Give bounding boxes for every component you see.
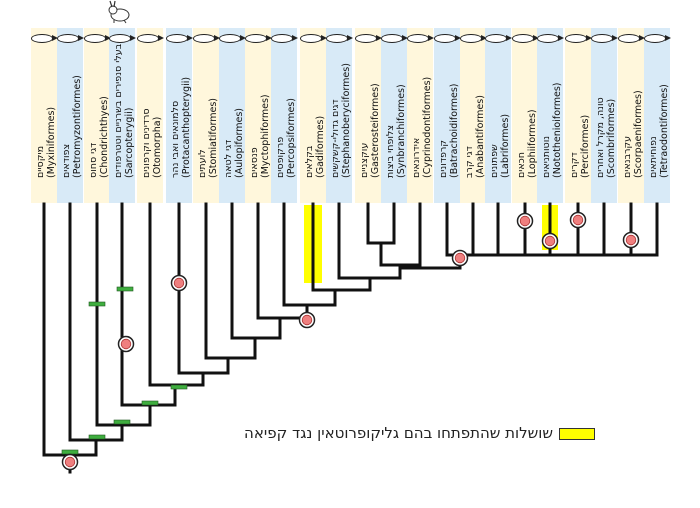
node-circle-fill — [120, 338, 132, 350]
taxon-column: נפוחיתאים(Tetraodontiformes) — [644, 28, 671, 203]
taxon-column: שפתונים(Labriformes) — [485, 28, 512, 203]
taxon-column: צלופחי ביצות(Synbranchiformes) — [381, 28, 408, 203]
node-circle-fill — [519, 215, 531, 227]
tick-mark — [116, 286, 134, 292]
taxon-column: דגים גדולי-קשקשים(Stephanoberyciformes) — [326, 28, 353, 203]
taxon-column: סלמונאים ואבי נהר(Protacanthopterygii) — [166, 28, 193, 203]
node-circle-fill — [454, 252, 466, 264]
fish-icon — [137, 34, 164, 43]
node-circle-fill — [173, 277, 185, 289]
fish-icon — [300, 34, 327, 43]
taxon-column: צפודאים(Petromyzontiformes) — [57, 28, 84, 203]
taxon-column: נוטותניאים(Notothenioiformes) — [537, 28, 564, 203]
node-circle-fill — [572, 214, 584, 226]
fish-icon — [84, 34, 111, 43]
fish-icon — [193, 34, 220, 43]
taxon-column: קרפדונים(Batrachoidiformes) — [434, 28, 461, 203]
tick-mark — [61, 449, 79, 455]
fish-icon — [355, 34, 382, 43]
fish-icon — [245, 34, 272, 43]
fish-icon — [271, 34, 298, 43]
taxon-column: לועתים(Stomiatiformes) — [193, 28, 220, 203]
fish-icon — [644, 34, 671, 43]
fish-icon — [166, 34, 193, 43]
legend: שושלות שהתפתחו בהם גליקופרוטאין נגד קפיא… — [168, 424, 598, 444]
node-circle-fill — [625, 234, 637, 246]
taxon-column: מיקסיים(Myxiniformes) — [31, 28, 58, 203]
tick-mark — [170, 384, 188, 390]
tick-mark — [113, 419, 131, 425]
tick-mark — [141, 400, 159, 406]
fish-icon — [219, 34, 246, 43]
rabbit-icon — [108, 0, 130, 24]
fish-icon — [512, 34, 539, 43]
taxon-column: סרדינים וקרפונים(Otomorpha) — [137, 28, 164, 203]
fish-icon — [31, 34, 58, 43]
fish-icon — [537, 34, 564, 43]
fish-icon — [565, 34, 592, 43]
fish-icon — [618, 34, 645, 43]
fish-icon — [485, 34, 512, 43]
node-circle-fill — [64, 456, 76, 468]
taxon-column: עוקצניים(Gasterosteiformes) — [355, 28, 382, 203]
fish-icon — [326, 34, 353, 43]
fish-icon — [460, 34, 487, 43]
taxon-column: עקרבנאים(Scorpaeniformes) — [618, 28, 645, 203]
tick-mark — [88, 434, 106, 440]
legend-text: שושלות שהתפתחו בהם גליקופרוטאין נגד קפיא… — [244, 424, 553, 442]
fish-icon — [57, 34, 84, 43]
taxon-column: בעלי סנפירים בשרניים וטטרפודים(Sarcopter… — [109, 28, 136, 203]
tick-mark — [88, 301, 106, 307]
taxon-column: פנסאים(Myctophiformes) — [245, 28, 272, 203]
taxon-column: אידרונאים(Cyprinodontiformes) — [407, 28, 434, 203]
fish-icon — [591, 34, 618, 43]
fish-icon — [434, 34, 461, 43]
taxon-column: בקלאים(Gadiformes) — [300, 28, 327, 203]
fish-icon — [109, 34, 136, 43]
legend-swatch — [559, 428, 595, 440]
fish-icon — [407, 34, 434, 43]
fish-icon — [381, 34, 408, 43]
node-circle-fill — [544, 235, 556, 247]
taxon-column: דגי סחוס(Chondrichthyes) — [84, 28, 111, 203]
taxon-column: דגי קרב(Anabantiformes) — [460, 28, 487, 203]
taxon-column: פרקופסים(Percopsiformes) — [271, 28, 298, 203]
taxon-column: דקרים(Perciformes) — [565, 28, 592, 203]
taxon-column: חכאים(Lophiiformes) — [512, 28, 539, 203]
taxon-column: דגי לטאה(Aulopiformes) — [219, 28, 246, 203]
node-circle-fill — [301, 314, 313, 326]
taxon-column: טונה, מקרל ואחרים(Scombriformes) — [591, 28, 618, 203]
